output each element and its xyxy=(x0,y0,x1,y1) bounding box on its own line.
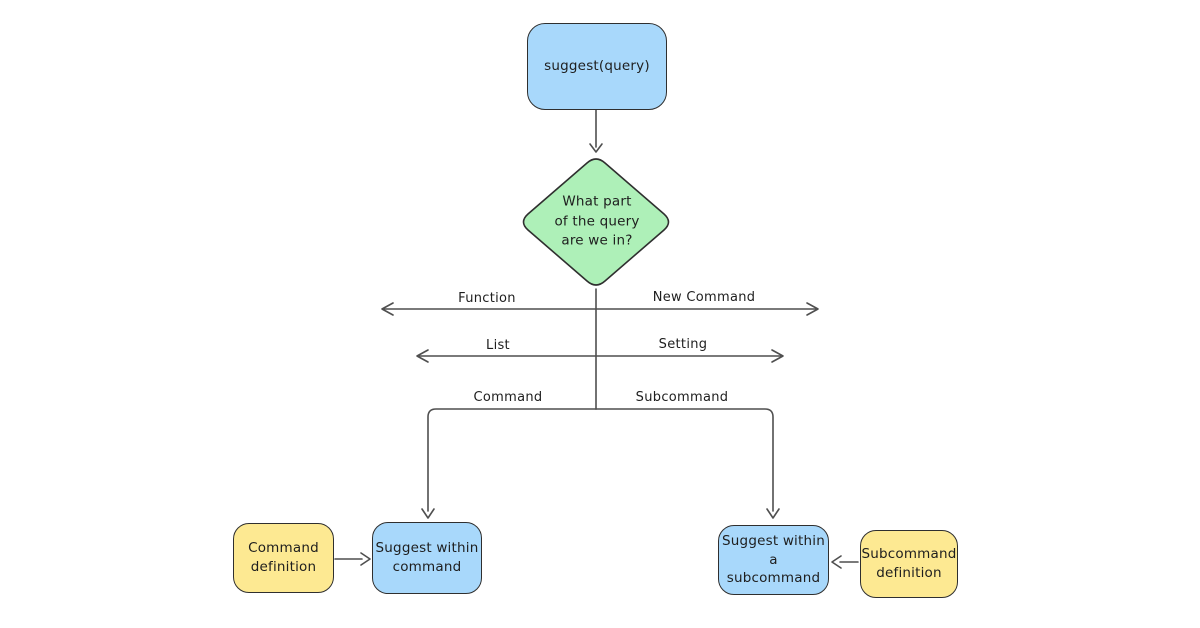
edge-label-list: List xyxy=(482,338,514,353)
node-decision-label: What part of the query are we in? xyxy=(554,193,640,249)
node-start: suggest(query) xyxy=(527,23,667,110)
node-start-label: suggest(query) xyxy=(544,58,650,75)
edge-start-to-decision xyxy=(589,109,603,153)
edge-list-setting xyxy=(416,349,784,363)
node-suggest-within-command: Suggest within command xyxy=(372,522,482,594)
edge-label-setting: Setting xyxy=(654,337,712,352)
node-command-definition: Command definition xyxy=(233,523,334,593)
edge-label-command: Command xyxy=(469,390,547,405)
edge-command-branch xyxy=(421,408,597,519)
node-suggest-within-subcommand: Suggest within a subcommand xyxy=(718,525,829,595)
edge-function-newcommand xyxy=(381,302,819,316)
edge-label-function: Function xyxy=(454,291,520,306)
node-subcommand-definition: Subcommand definition xyxy=(860,530,958,598)
edge-cmddef-to-suggestcmd xyxy=(334,552,371,566)
edge-label-new-command: New Command xyxy=(648,290,760,305)
decision-diamond-shape xyxy=(522,158,670,286)
edge-label-subcommand: Subcommand xyxy=(631,390,733,405)
edge-subcmddef-to-suggestsubcmd xyxy=(831,555,859,569)
edge-subcommand-branch xyxy=(595,408,780,519)
